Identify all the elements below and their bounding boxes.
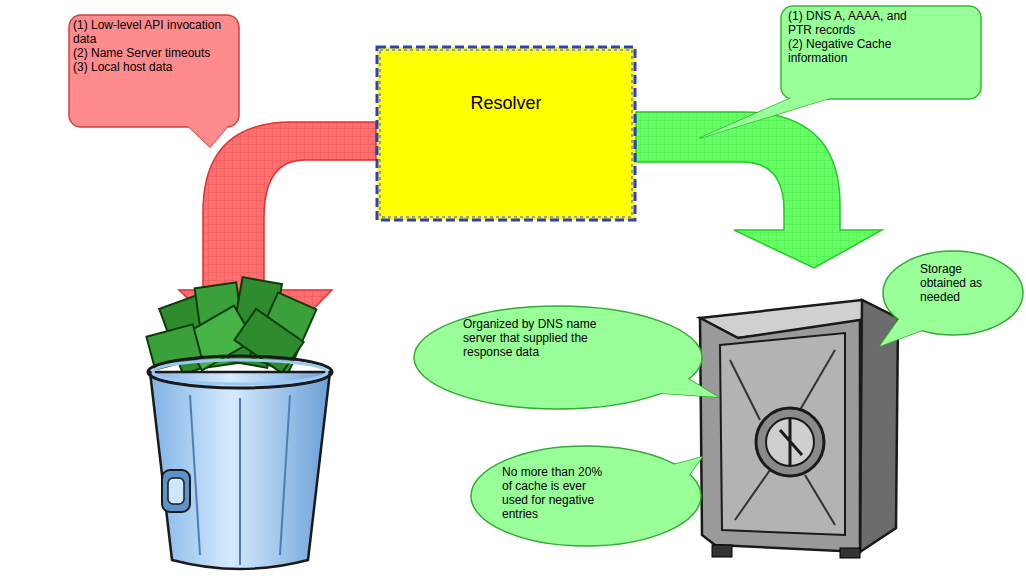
note-oval: No more than 20% of cache is ever used f… (470, 445, 702, 547)
text-area: Resolver (375, 93, 637, 114)
node-text: (1) DNS A, AAAA, and PTR records (788, 9, 910, 37)
node-outline (375, 45, 637, 222)
node-text: (1) Low-level API invocation data (73, 18, 233, 46)
callout-bubble: (1) Low-level API invocation data(2) Nam… (68, 14, 240, 128)
bubble-tail-fill (880, 312, 928, 346)
oval-outline (471, 446, 701, 546)
text-area: No more than 20% of cache is ever used f… (502, 465, 614, 521)
text-area: Organized by DNS name server that suppli… (463, 317, 603, 359)
trash-can (146, 277, 332, 569)
box-inner-outline (380, 50, 632, 217)
bubble-outline (781, 6, 981, 99)
node-text: (3) Local host data (73, 60, 233, 74)
text-area: (1) Low-level API invocation data(2) Nam… (73, 18, 233, 74)
bubble-tail (700, 95, 830, 138)
safe (700, 300, 898, 558)
node-text: No more than 20% of cache is ever used f… (502, 465, 614, 521)
bubble-tail-fill (700, 95, 830, 138)
bubble-tail-fill (665, 457, 702, 485)
process-box: Resolver (375, 45, 637, 222)
node-text: Resolver (375, 93, 637, 114)
bubble-tail-fill (658, 377, 718, 397)
note-oval: Organized by DNS name server that suppli… (413, 305, 703, 410)
callout-bubble: (1) DNS A, AAAA, and PTR records(2) Nega… (780, 5, 982, 100)
bubble-tail (188, 126, 228, 147)
node-text: Storage obtained as needed (920, 262, 990, 304)
cache-arrow (636, 112, 882, 268)
text-area: Storage obtained as needed (920, 262, 990, 304)
node-text: Organized by DNS name server that suppli… (463, 317, 603, 359)
node-text: (2) Name Server timeouts (73, 46, 233, 60)
box-outline (377, 47, 635, 220)
bubble-tail-fill (188, 126, 228, 147)
bubble-outline (69, 15, 239, 127)
note-oval: Storage obtained as needed (882, 250, 1024, 336)
text-area: (1) DNS A, AAAA, and PTR records(2) Nega… (788, 9, 910, 65)
node-text: (2) Negative Cache information (788, 37, 910, 65)
oval-outline (414, 306, 702, 409)
